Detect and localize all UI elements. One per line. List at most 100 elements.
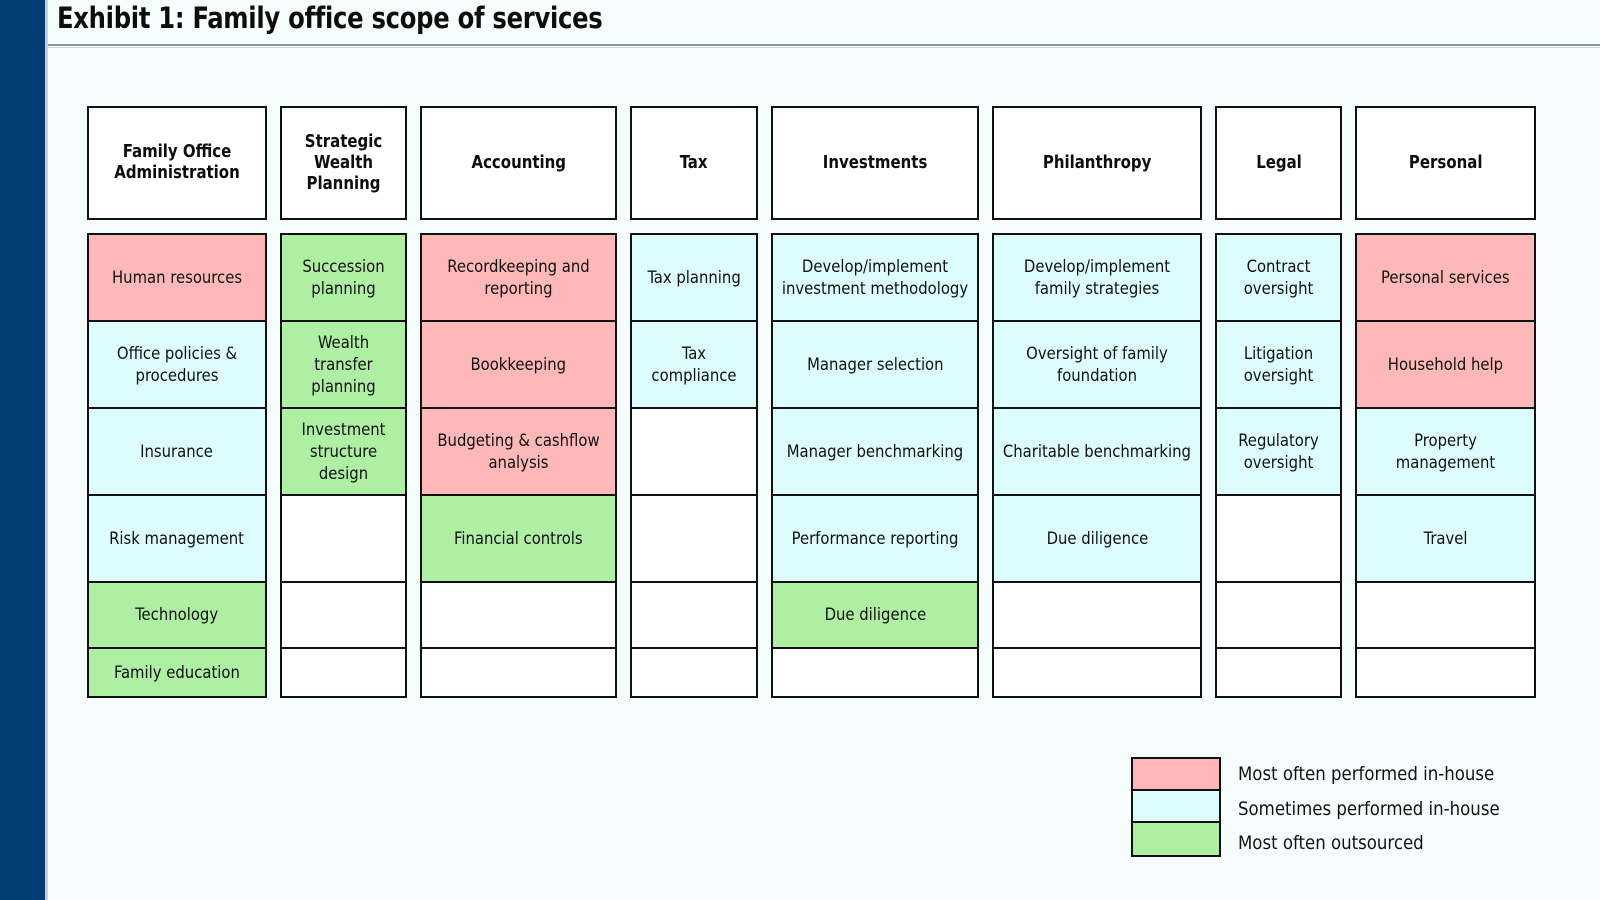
service-cell-label: Property management [1395, 430, 1496, 473]
service-cell-empty [1357, 649, 1534, 696]
column-header-label: Philanthropy [1042, 152, 1152, 173]
service-cell-label: Budgeting & cashflow analysis [437, 430, 600, 473]
service-cell: Contract oversight [1217, 235, 1340, 322]
service-cell: Tax compliance [632, 322, 756, 409]
service-cell-label: Office policies & procedures [116, 343, 238, 386]
service-cell-label: Succession planning [302, 256, 385, 299]
service-cell-label: Performance reporting [791, 528, 959, 549]
service-cell-label: Human resources [111, 267, 243, 288]
service-cell-label: Insurance [140, 441, 214, 462]
page-title: Exhibit 1: Family office scope of servic… [57, 1, 603, 35]
column-header-strategic-wealth-planning: Strategic Wealth Planning [280, 106, 407, 220]
service-cell-label: Bookkeeping [470, 354, 567, 375]
service-cell-label: Investment structure design [301, 419, 386, 484]
column-header-label: Family Office Administration [114, 142, 240, 183]
service-cell: Insurance [89, 409, 265, 496]
service-cell-list: Develop/implement investment methodology… [771, 233, 979, 698]
service-cell: Succession planning [282, 235, 405, 322]
service-cell: Risk management [89, 496, 265, 583]
service-cell-label: Due diligence [1046, 528, 1148, 549]
service-cell-label: Risk management [109, 528, 245, 549]
service-cell-empty [282, 496, 405, 583]
service-cell: Budgeting & cashflow analysis [422, 409, 615, 496]
service-cell: Manager benchmarking [773, 409, 977, 496]
column-header-philanthropy: Philanthropy [992, 106, 1202, 220]
service-cell: Develop/implement family strategies [994, 235, 1200, 322]
service-cell: Wealth transfer planning [282, 322, 405, 409]
service-cell: Property management [1357, 409, 1534, 496]
service-cell: Family education [89, 649, 265, 696]
service-cell: Investment structure design [282, 409, 405, 496]
service-cell-label: Contract oversight [1243, 256, 1314, 299]
column-header-label: Personal [1408, 152, 1483, 173]
service-cell-label: Tax compliance [651, 343, 737, 386]
service-cell-label: Financial controls [454, 528, 583, 549]
service-cell: Charitable benchmarking [994, 409, 1200, 496]
column-header-label: Investments [822, 152, 928, 173]
service-cell-label: Develop/implement investment methodology [781, 256, 969, 299]
service-cell-empty [282, 649, 405, 696]
service-cell: Due diligence [773, 583, 977, 649]
legend-swatch-most-often-in-house [1133, 759, 1219, 791]
service-cell-label: Due diligence [824, 605, 926, 625]
service-cell-empty [1357, 583, 1534, 649]
service-cell-empty [422, 649, 615, 696]
service-cell-label: Manager benchmarking [786, 441, 964, 462]
title-divider [48, 44, 1600, 48]
service-cell: Household help [1357, 322, 1534, 409]
column-header-label: Tax [680, 152, 708, 173]
service-cell-empty [773, 649, 977, 696]
left-accent-bar [0, 0, 45, 900]
service-cell-empty [1217, 649, 1340, 696]
service-cell-label: Family education [114, 662, 240, 683]
service-cell: Tax planning [632, 235, 756, 322]
service-cell-empty [632, 649, 756, 696]
service-cell-label: Manager selection [806, 354, 944, 375]
service-cell: Manager selection [773, 322, 977, 409]
service-cell-label: Oversight of family foundation [1026, 343, 1168, 386]
service-cell-empty [422, 583, 615, 649]
service-cell: Travel [1357, 496, 1534, 583]
service-cell-label: Wealth transfer planning [311, 332, 376, 397]
service-cell-empty [282, 583, 405, 649]
service-cell-label: Recordkeeping and reporting [447, 256, 590, 299]
column-header-family-office-administration: Family Office Administration [87, 106, 267, 220]
service-cell-label: Litigation oversight [1243, 343, 1314, 386]
service-cell-empty [632, 409, 756, 496]
service-cell: Recordkeeping and reporting [422, 235, 615, 322]
service-cell-label: Regulatory oversight [1238, 430, 1319, 473]
column-header-tax: Tax [630, 106, 758, 220]
service-cell: Develop/implement investment methodology [773, 235, 977, 322]
service-cell: Human resources [89, 235, 265, 322]
column-header-label: Strategic Wealth Planning [304, 131, 383, 194]
service-cell-empty [632, 583, 756, 649]
service-cell: Litigation oversight [1217, 322, 1340, 409]
legend-swatch-sometimes-in-house [1133, 791, 1219, 823]
service-cell-empty [632, 496, 756, 583]
service-cell: Performance reporting [773, 496, 977, 583]
service-cell-empty [1217, 496, 1340, 583]
service-cell-label: Tax planning [647, 267, 741, 288]
legend-swatches [1131, 757, 1221, 857]
service-cell: Personal services [1357, 235, 1534, 322]
column-header-label: Legal [1255, 152, 1302, 173]
service-cell: Oversight of family foundation [994, 322, 1200, 409]
service-cell: Regulatory oversight [1217, 409, 1340, 496]
service-cell: Office policies & procedures [89, 322, 265, 409]
